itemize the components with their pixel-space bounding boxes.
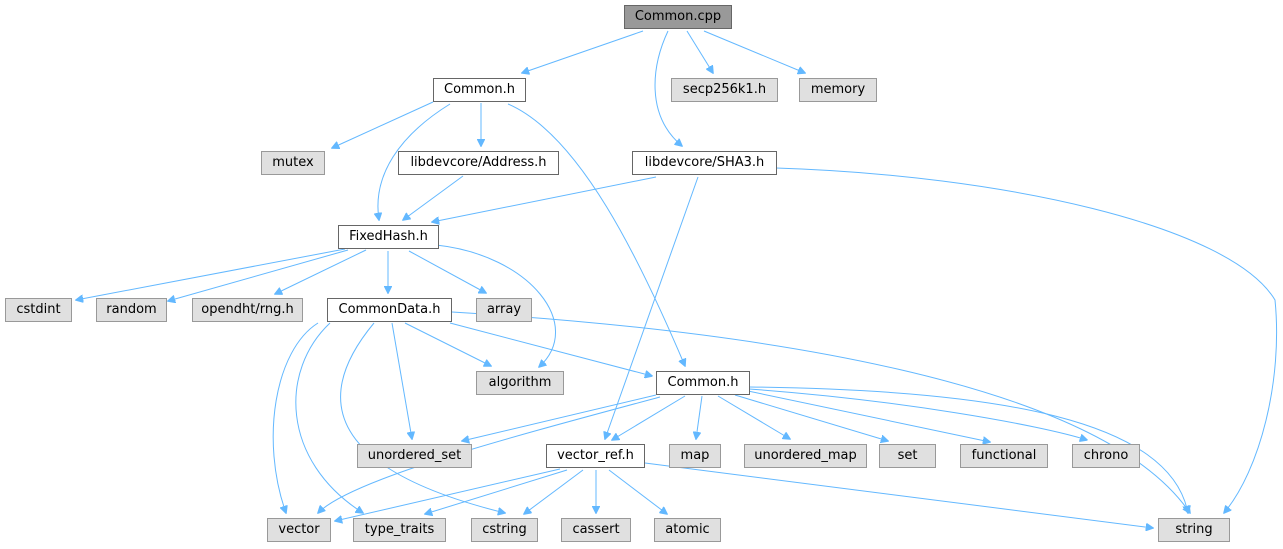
node-cassert: cassert xyxy=(561,518,631,542)
edge-common-h2-to-functional xyxy=(747,390,990,442)
edge-vector-ref-h-to-string xyxy=(644,462,1153,528)
node-commondata-h[interactable]: CommonData.h xyxy=(327,298,452,322)
node-common-h-2[interactable]: Common.h xyxy=(656,371,750,395)
edge-sha3-h-to-fixedhash-h xyxy=(432,176,657,222)
node-type-traits: type_traits xyxy=(353,518,446,542)
edge-fixedhash-h-to-array xyxy=(408,250,486,293)
node-array: array xyxy=(476,298,532,322)
edge-fixedhash-h-to-random xyxy=(168,249,349,301)
edge-common-h2-to-map xyxy=(696,395,703,439)
node-memory: memory xyxy=(799,78,877,102)
node-mutex: mutex xyxy=(261,151,325,175)
edge-common-h2-to-set xyxy=(734,394,888,441)
node-cstdint: cstdint xyxy=(5,298,72,322)
node-common-cpp[interactable]: Common.cpp xyxy=(624,5,732,29)
node-random: random xyxy=(96,298,167,322)
edge-common-h-to-mutex xyxy=(332,101,434,148)
edge-commondata-h-to-string xyxy=(451,311,1190,513)
edge-commondata-h-to-unordered-set xyxy=(391,322,412,439)
edge-common-h-to-fixedhash-h xyxy=(378,103,451,220)
edge-vector-ref-h-to-atomic xyxy=(608,469,667,514)
edge-common-h2-to-unordered-set xyxy=(462,394,657,441)
edge-common-h2-to-vector-ref-h xyxy=(612,395,686,440)
node-cstring: cstring xyxy=(471,518,538,542)
edge-fixedhash-h-to-rng-h xyxy=(275,249,367,294)
edge-common-h2-to-unordered-map xyxy=(717,395,790,439)
node-vector: vector xyxy=(267,518,331,542)
node-map: map xyxy=(669,444,721,468)
node-vector-ref-h[interactable]: vector_ref.h xyxy=(546,444,645,468)
edge-vector-ref-h-to-cstring xyxy=(524,469,584,514)
node-sha3-h[interactable]: libdevcore/SHA3.h xyxy=(632,151,777,175)
edge-commondata-h-to-vector xyxy=(272,322,319,513)
edge-commondata-h-to-common-h2 xyxy=(449,322,652,376)
node-set: set xyxy=(879,444,936,468)
node-unordered-map: unordered_map xyxy=(744,444,867,468)
node-secp256k1-h: secp256k1.h xyxy=(671,78,778,102)
edge-address-h-to-fixedhash-h xyxy=(403,175,464,220)
node-chrono: chrono xyxy=(1072,444,1140,468)
node-atomic: atomic xyxy=(654,518,721,542)
edge-common-h-to-common-h2 xyxy=(507,103,685,366)
edge-vector-ref-h-to-type-traits xyxy=(425,469,568,514)
edge-common-cpp-to-common-h xyxy=(522,30,644,73)
edge-common-cpp-to-sha3-h xyxy=(654,30,682,146)
edge-common-cpp-to-memory xyxy=(703,30,805,73)
edge-sha3-h-to-vector-ref-h xyxy=(605,176,699,439)
node-opendht-rng-h: opendht/rng.h xyxy=(192,298,303,322)
node-string: string xyxy=(1158,518,1230,542)
node-algorithm: algorithm xyxy=(476,371,564,395)
node-address-h[interactable]: libdevcore/Address.h xyxy=(398,151,559,175)
edge-common-h2-to-chrono xyxy=(748,388,1087,440)
edge-fixedhash-h-to-cstdint xyxy=(76,248,346,300)
edge-commondata-h-to-algorithm xyxy=(404,322,491,366)
edge-common-h2-to-string xyxy=(749,386,1188,513)
edge-commondata-h-to-type-traits xyxy=(295,322,363,513)
node-common-h[interactable]: Common.h xyxy=(433,78,526,102)
edge-commondata-h-to-cstring xyxy=(340,322,505,513)
node-fixedhash-h[interactable]: FixedHash.h xyxy=(338,225,439,249)
edge-vector-ref-h-to-vector xyxy=(335,468,561,521)
node-functional: functional xyxy=(960,444,1048,468)
node-unordered-set: unordered_set xyxy=(357,444,472,468)
edge-common-cpp-to-secp256k1-h xyxy=(686,30,713,73)
edge-sha3-h-to-string xyxy=(775,167,1278,513)
